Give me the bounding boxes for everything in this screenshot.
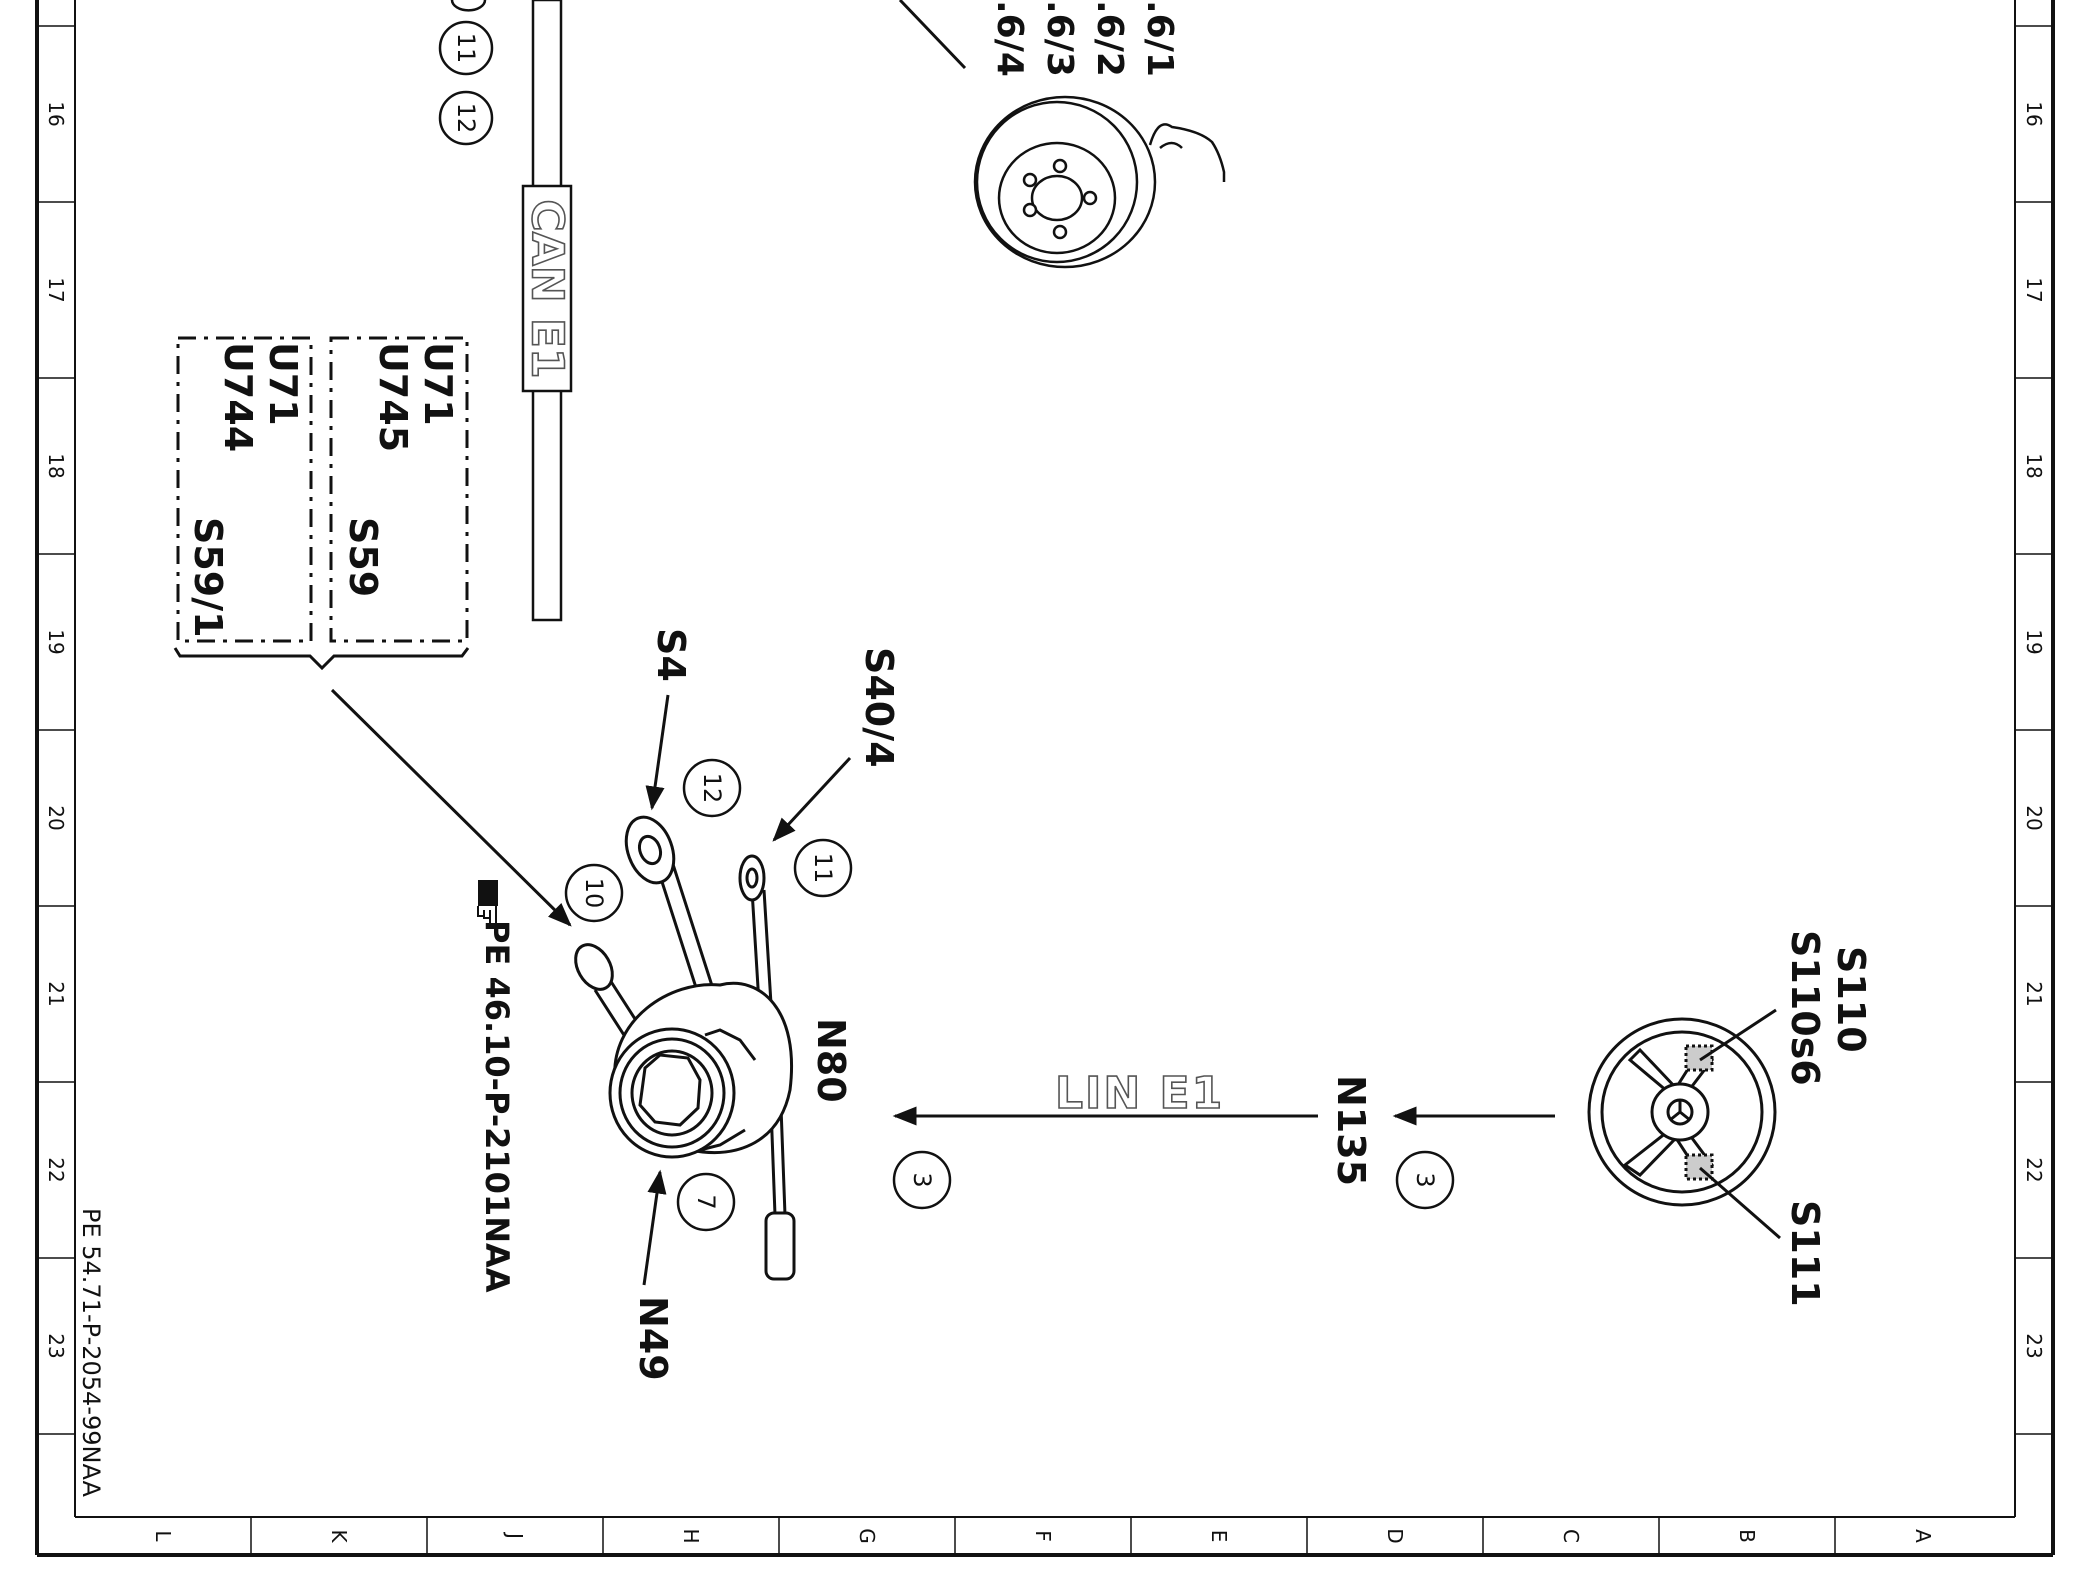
ref-doc-label: PE 46.10-P-2101NAA bbox=[478, 920, 516, 1293]
box1-labels: U71 U744 S59/1 bbox=[186, 342, 305, 638]
row-label: 22 bbox=[44, 1157, 68, 1182]
row-label: 19 bbox=[2022, 629, 2046, 654]
column-label: J bbox=[503, 1531, 527, 1539]
column-label: H bbox=[679, 1528, 703, 1543]
s111-label: S111 bbox=[1783, 1200, 1827, 1307]
row-label: 16 bbox=[44, 101, 68, 126]
s110-label: S110 bbox=[1829, 946, 1873, 1053]
s111-leader bbox=[1699, 1166, 1781, 1240]
callout-12-top: 12 bbox=[452, 103, 480, 134]
column-label: C bbox=[1559, 1529, 1583, 1543]
callout-top-group bbox=[438, 0, 494, 146]
row-label: 20 bbox=[44, 805, 68, 830]
column-label: K bbox=[327, 1529, 351, 1543]
row-label: 17 bbox=[44, 277, 68, 302]
row-label: 21 bbox=[44, 981, 68, 1006]
callout-3-left: 3 bbox=[908, 1172, 936, 1187]
column-label: F bbox=[1031, 1530, 1055, 1542]
box2-labels: U71 U745 S59 bbox=[341, 342, 460, 597]
s110-leader bbox=[1699, 1008, 1777, 1062]
s4-label: S4 bbox=[649, 628, 693, 682]
disc-component bbox=[973, 95, 1226, 269]
box1-s591-label: S59/1 bbox=[186, 517, 230, 638]
column-label: E bbox=[1207, 1530, 1231, 1543]
row-labels-left: 16 17 18 19 20 21 22 23 bbox=[44, 101, 68, 1358]
steering-wheel bbox=[1587, 1017, 1777, 1207]
top-leader-line bbox=[898, 0, 967, 70]
pointing-hand-icon bbox=[477, 880, 498, 929]
lin-bus-label: LIN E1 bbox=[1055, 1068, 1224, 1119]
lin-callout-circles bbox=[892, 1150, 1455, 1210]
row-label: 22 bbox=[2022, 1157, 2046, 1182]
column-label: B bbox=[1735, 1529, 1759, 1543]
callout-circle bbox=[438, 20, 494, 76]
s4-arrow bbox=[645, 694, 670, 811]
top-reference-labels: .6/1 .6/2 .6/3 .6/4 bbox=[989, 0, 1180, 77]
row-label: 20 bbox=[2022, 805, 2046, 830]
callout-circle bbox=[438, 90, 494, 146]
steering-column-switch bbox=[574, 815, 796, 1281]
column-label: A bbox=[1911, 1529, 1935, 1543]
n80-label: N80 bbox=[809, 1018, 853, 1103]
column-label: L bbox=[151, 1530, 175, 1542]
s40-4-label: S40/4 bbox=[857, 647, 901, 768]
column-label: D bbox=[1383, 1528, 1407, 1543]
s40-4-arrow bbox=[772, 756, 852, 842]
top-ref-label: .6/2 bbox=[1089, 0, 1130, 77]
switch-callout-circles bbox=[564, 758, 853, 1232]
box2-s59-label: S59 bbox=[341, 517, 385, 597]
box2-u745-label: U745 bbox=[371, 342, 415, 452]
n49-arrow bbox=[642, 1169, 667, 1286]
row-label: 23 bbox=[44, 1333, 68, 1358]
callout-3-right: 3 bbox=[1411, 1172, 1439, 1187]
column-labels-bottom: L K J H G F E D C B A bbox=[151, 1528, 1935, 1544]
box2-u71-label: U71 bbox=[416, 342, 460, 426]
column-label: G bbox=[855, 1528, 879, 1544]
can-bus-line bbox=[521, 0, 573, 622]
callout-11-top: 11 bbox=[452, 33, 480, 64]
row-labels-right: 16 17 18 19 20 21 22 23 bbox=[2022, 101, 2046, 1358]
callout-7: 7 bbox=[692, 1194, 720, 1209]
dashed-box-2 bbox=[329, 336, 469, 643]
callout-10: 10 bbox=[580, 878, 608, 909]
row-label: 17 bbox=[2022, 277, 2046, 302]
drawing-number: PE 54.71-P-2054-99NAA bbox=[77, 1208, 105, 1498]
row-label: 19 bbox=[44, 629, 68, 654]
row-label: 21 bbox=[2022, 981, 2046, 1006]
row-label: 18 bbox=[44, 453, 68, 478]
box1-u71-label: U71 bbox=[261, 342, 305, 426]
top-ref-label: .6/4 bbox=[989, 0, 1030, 77]
s110s6-label: S110s6 bbox=[1783, 930, 1827, 1086]
row-label: 18 bbox=[2022, 453, 2046, 478]
can-bus-label: CAN E1 bbox=[522, 199, 573, 378]
drawing-frame bbox=[35, 0, 2055, 1557]
bracket-arrow bbox=[330, 688, 572, 927]
bracket bbox=[173, 647, 470, 671]
row-label: 16 bbox=[2022, 101, 2046, 126]
top-ref-label: .6/3 bbox=[1039, 0, 1080, 77]
dashed-box-1 bbox=[176, 336, 313, 643]
box1-u744-label: U744 bbox=[216, 342, 260, 452]
top-ref-label: .6/1 bbox=[1139, 0, 1180, 77]
n135-label: N135 bbox=[1329, 1075, 1373, 1186]
callout-12: 12 bbox=[698, 773, 726, 804]
n49-label: N49 bbox=[631, 1296, 675, 1381]
row-label: 23 bbox=[2022, 1333, 2046, 1358]
callout-11: 11 bbox=[809, 853, 837, 884]
